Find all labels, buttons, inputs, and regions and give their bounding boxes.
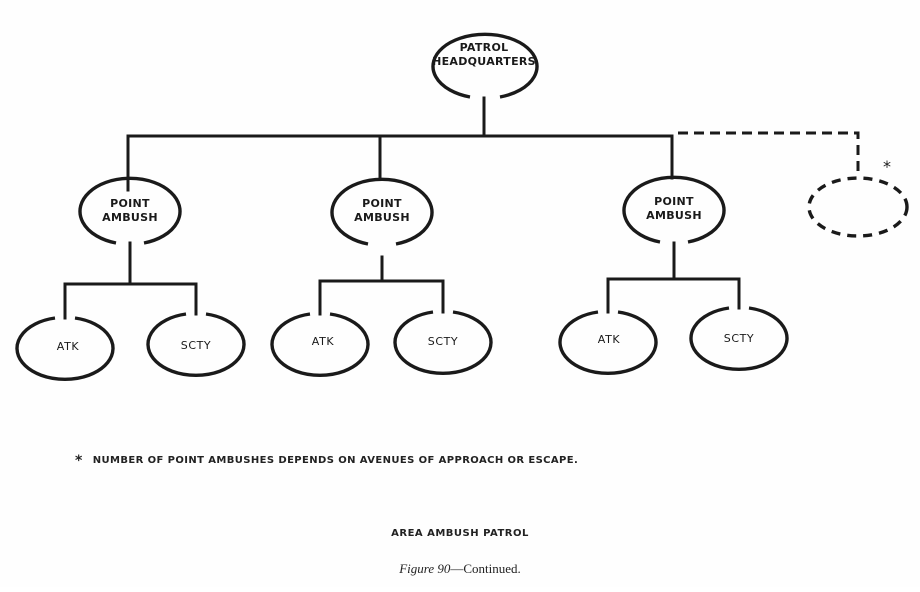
atk-label: ATK: [312, 335, 335, 348]
connectors: [63, 96, 741, 320]
diagram-title: AREA AMBUSH PATROL: [391, 528, 529, 539]
atk-ellipse: [270, 312, 370, 377]
optional-asterisk: *: [883, 157, 891, 176]
scty-ellipse: [146, 312, 246, 377]
point-ambush-ellipse: [78, 176, 182, 245]
node-patrol-headquarters: PATROL HEADQUARTERS: [431, 32, 539, 99]
node-atk-1: ATK: [15, 316, 115, 381]
dashed-bus: [678, 131, 860, 176]
node-point-ambush-3: POINT AMBUSH: [622, 175, 726, 244]
scty-label: SCTY: [724, 332, 755, 345]
optional-connector: [678, 131, 860, 176]
point-ambush-label-line2: AMBUSH: [354, 211, 410, 224]
node-point-ambush-1: POINT AMBUSH: [78, 176, 182, 245]
atk-label: ATK: [57, 340, 80, 353]
node-optional-point-ambush: *: [807, 157, 909, 238]
scty-ellipse: [393, 310, 493, 375]
point-ambush-label-line2: AMBUSH: [102, 211, 158, 224]
point-ambush-label-line1: POINT: [654, 195, 694, 208]
atk-ellipse: [558, 310, 658, 375]
footnote: * NUMBER OF POINT AMBUSHES DEPENDS ON AVE…: [75, 453, 578, 469]
atk-ellipse: [15, 316, 115, 381]
atk-label: ATK: [598, 333, 621, 346]
dashed-ellipse: [807, 176, 909, 238]
footnote-asterisk: *: [75, 453, 83, 469]
scty-label: SCTY: [428, 335, 459, 348]
root-label-line1: PATROL: [460, 41, 509, 54]
scty-ellipse: [689, 306, 789, 371]
node-scty-2: SCTY: [393, 310, 493, 375]
root-ellipse: [431, 32, 539, 99]
point-ambush-label-line2: AMBUSH: [646, 209, 702, 222]
figure-number: Figure 90: [399, 561, 451, 576]
node-scty-1: SCTY: [146, 312, 246, 377]
figure-suffix: —Continued.: [450, 561, 521, 576]
node-atk-2: ATK: [270, 312, 370, 377]
node-atk-3: ATK: [558, 310, 658, 375]
footnote-text: NUMBER OF POINT AMBUSHES DEPENDS ON AVEN…: [92, 455, 579, 466]
point-ambush-ellipse: [622, 175, 726, 244]
scty-label: SCTY: [181, 339, 212, 352]
point-ambush-label-line1: POINT: [110, 197, 150, 210]
figure-caption: Figure 90—Continued.: [0, 561, 920, 577]
node-point-ambush-2: POINT AMBUSH: [330, 177, 434, 246]
node-scty-3: SCTY: [689, 306, 789, 371]
point-ambush-label-line1: POINT: [362, 197, 402, 210]
point-ambush-ellipse: [330, 177, 434, 246]
root-label-line2: HEADQUARTERS: [432, 55, 536, 68]
